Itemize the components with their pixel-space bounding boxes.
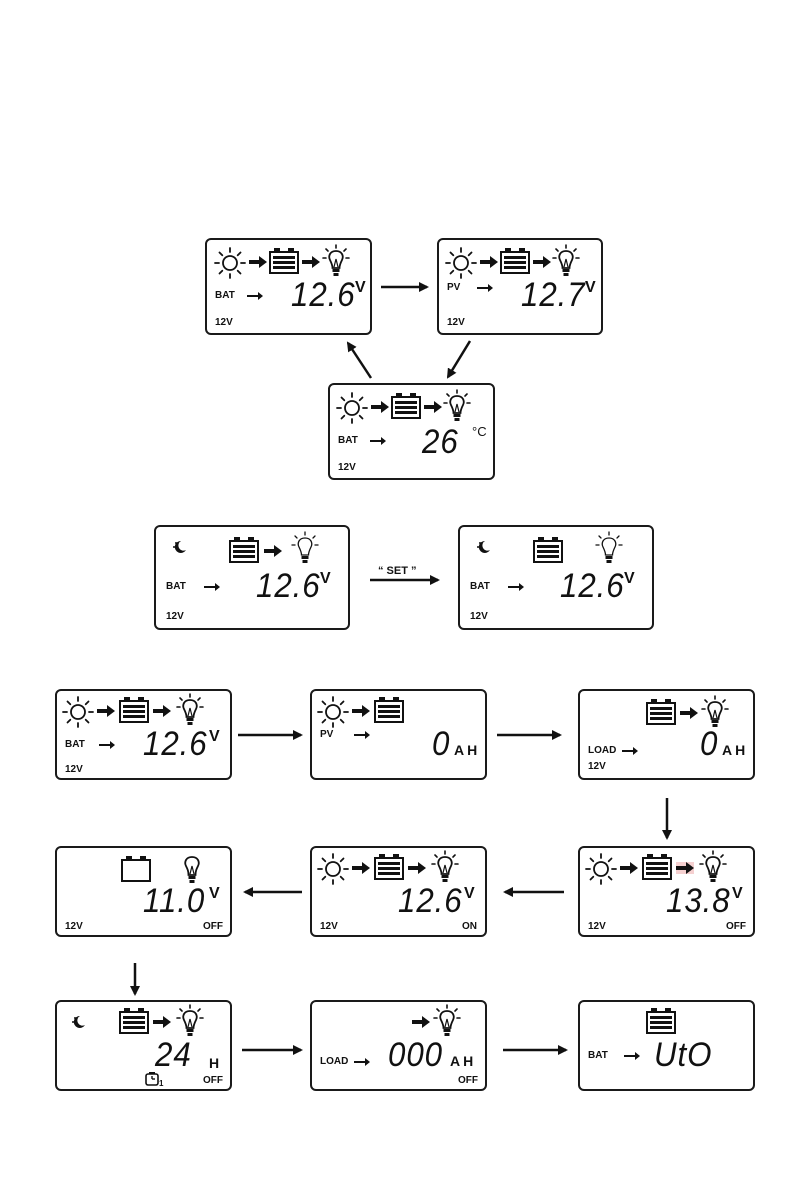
arrow-3-to-1: [348, 343, 371, 378]
arrow-2-to-3: [448, 341, 470, 377]
